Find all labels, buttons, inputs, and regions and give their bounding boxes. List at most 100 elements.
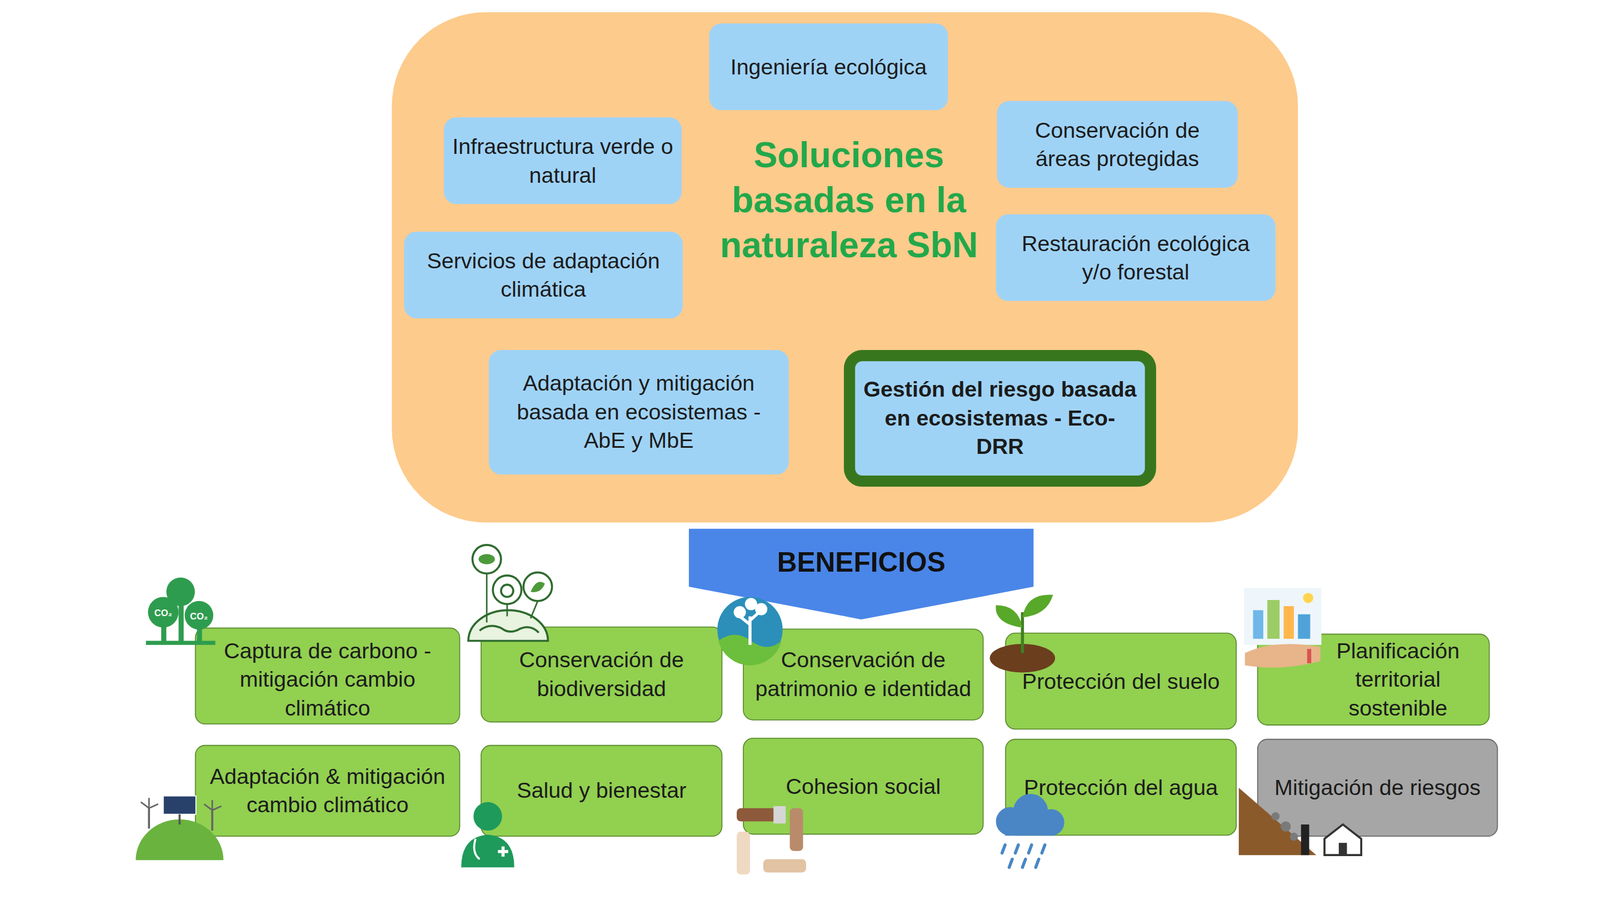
territorial-planning-icon (1297, 614, 1310, 639)
health-icon (501, 846, 505, 857)
approach-box: Infraestructura verde o natural (443, 117, 682, 204)
approach-box: Servicios de adaptación climática (403, 231, 683, 319)
landslide-icon (1271, 812, 1280, 821)
benefit-box: Mitigación de riesgos (1257, 738, 1498, 837)
box-label: Mitigación de riesgos (1274, 773, 1481, 802)
box-label: Gestión del riesgo basada en ecosistemas… (863, 375, 1137, 462)
territorial-planning-icon (1243, 587, 1322, 668)
landslide-icon (1301, 824, 1310, 855)
approach-box: Conservación de áreas protegidas (996, 101, 1238, 188)
highlight-box: Gestión del riesgo basada en ecosistemas… (843, 350, 1157, 487)
social-cohesion-icon (736, 806, 807, 875)
social-cohesion-icon (773, 806, 786, 824)
box-label: BENEFICIOS (777, 547, 946, 577)
heritage-logo-icon (717, 596, 783, 665)
co2-trees-icon: CO₂ CO₂ (146, 577, 216, 645)
water-icon (1002, 845, 1045, 868)
box-label: Captura de carbono - mitigación cambio c… (203, 636, 451, 722)
box-label: Protección del agua (1023, 772, 1218, 802)
benefit-box: Salud y bienestar (480, 745, 723, 837)
approach-box: Restauración ecológica y/o forestal (996, 214, 1276, 302)
territorial-planning-icon (1303, 592, 1314, 603)
water-icon (1015, 845, 1019, 854)
box-label: Conservación de áreas protegidas (1005, 115, 1230, 173)
biodiversity-icon (479, 626, 539, 633)
climate-adaptation-icon (135, 796, 224, 861)
box-label: Infraestructura verde o natural (452, 132, 674, 190)
water-icon (996, 793, 1065, 868)
biodiversity-icon (486, 573, 488, 623)
climate-adaptation-icon (203, 800, 222, 810)
climate-adaptation-icon (211, 810, 214, 831)
health-icon (461, 834, 515, 868)
climate-adaptation-icon (178, 814, 181, 825)
benefit-box: Adaptación & mitigación cambio climático (195, 745, 461, 837)
box-label: Conservación de biodiversidad (490, 646, 714, 704)
territorial-planning-icon (1307, 648, 1312, 664)
box-label: Cohesion social (785, 771, 941, 800)
soil-plant-icon (1021, 612, 1025, 653)
health-icon (461, 802, 515, 868)
water-icon (1009, 859, 1013, 868)
biodiversity-icon (468, 545, 553, 642)
water-icon (1028, 845, 1032, 854)
biodiversity-icon (501, 584, 514, 597)
social-cohesion-icon (790, 808, 804, 852)
health-icon (473, 838, 480, 860)
climate-adaptation-icon (140, 797, 158, 808)
co2-trees-icon (184, 601, 213, 630)
box-label: Planificación territorial sostenible (1315, 636, 1482, 723)
biodiversity-icon (523, 572, 552, 601)
group-title: Soluciones basadas en la naturaleza SbN (711, 132, 987, 268)
biodiversity-icon (492, 575, 522, 604)
landslide-icon (1280, 821, 1291, 832)
co2-label: CO₂ (190, 611, 208, 622)
soil-plant-icon (1022, 595, 1053, 618)
territorial-planning-icon (1267, 600, 1280, 639)
box-label: Ingeniería ecológica (730, 52, 927, 82)
heritage-logo-icon (745, 597, 758, 610)
co2-trees-icon (147, 596, 179, 628)
box-label: Adaptación & mitigación cambio climático (203, 762, 451, 820)
territorial-planning-icon (1283, 606, 1294, 639)
biodiversity-icon (506, 603, 508, 617)
landslide-icon (1338, 842, 1348, 855)
co2-trees-icon (146, 640, 216, 645)
territorial-planning-icon (1253, 610, 1264, 639)
soil-plant-icon (990, 595, 1056, 673)
landslide-icon (1290, 832, 1299, 842)
social-cohesion-icon (736, 808, 780, 822)
water-icon (1041, 845, 1045, 854)
approach-box: Ingeniería ecológica (709, 23, 949, 110)
biodiversity-icon (472, 545, 501, 574)
group-region: Soluciones basadas en la naturaleza SbN I… (391, 12, 1298, 523)
water-icon (1002, 845, 1006, 854)
landslide-icon (1324, 824, 1362, 855)
box-label: Conservación de patrimonio e identidad (752, 646, 975, 704)
benefit-box: Captura de carbono - mitigación cambio c… (195, 627, 461, 725)
biodiversity-icon (468, 610, 548, 641)
biodiversity-icon (478, 553, 495, 564)
landslide-icon (1238, 787, 1317, 855)
box-label: Adaptación y mitigación basada en ecosis… (496, 369, 781, 455)
biodiversity-icon (530, 581, 545, 593)
co2-trees-icon (178, 602, 184, 643)
box-label: Servicios de adaptación climática (412, 246, 675, 304)
approach-box: Adaptación y mitigación basada en ecosis… (488, 350, 789, 475)
box-label: Restauración ecológica y/o forestal (1003, 228, 1268, 287)
water-icon (1035, 859, 1039, 868)
climate-adaptation-icon (147, 808, 150, 829)
box-label: Protección del suelo (1022, 666, 1220, 695)
climate-adaptation-icon (163, 796, 197, 815)
water-icon (1022, 859, 1026, 868)
heritage-logo-icon (733, 606, 747, 619)
soil-plant-icon (995, 605, 1023, 628)
social-cohesion-icon (736, 831, 750, 875)
territorial-planning-icon (1243, 587, 1322, 645)
box-label: Salud y bienestar (516, 776, 687, 805)
landslide-icon (1238, 787, 1362, 855)
biodiversity-icon (530, 601, 538, 619)
co2-label: CO₂ (154, 607, 173, 619)
